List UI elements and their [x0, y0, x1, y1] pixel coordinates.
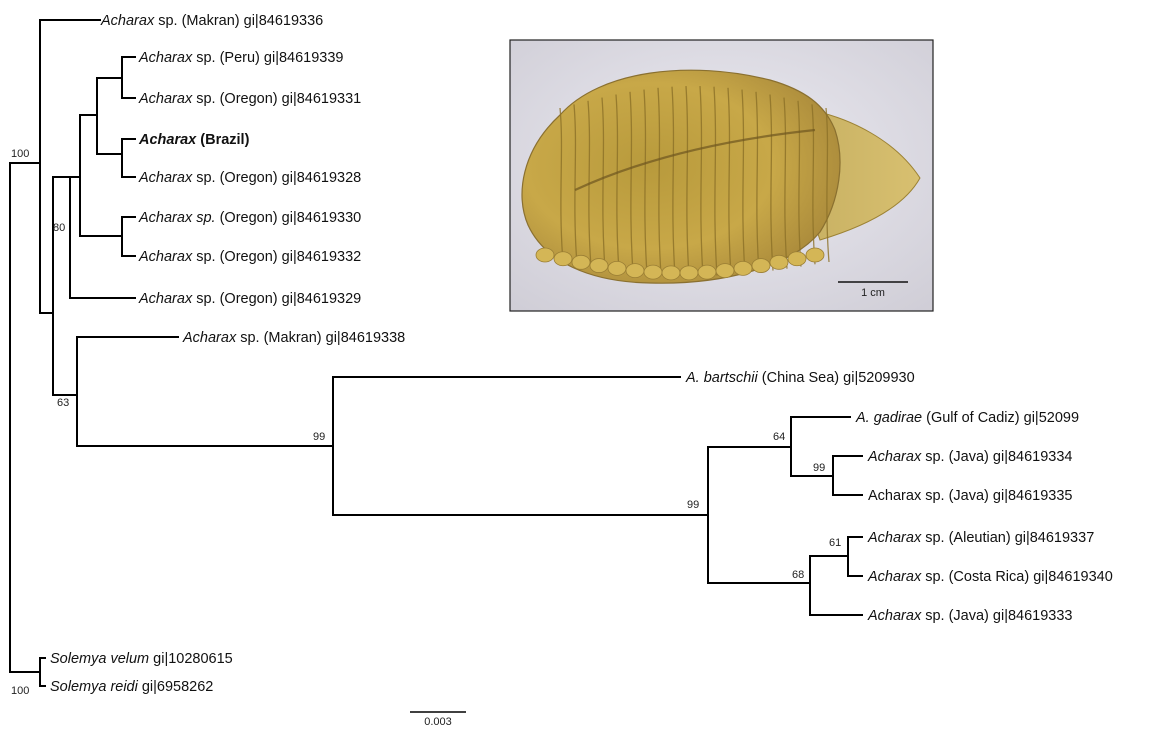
photo-scale-label: 1 cm — [861, 287, 885, 299]
tip-label: Acharax sp. (Java) gi|84619335 — [868, 488, 1072, 504]
tip-label: Acharax sp. (Makran) gi|84619338 — [182, 330, 405, 346]
tip-label: A. bartschii (China Sea) gi|5209930 — [685, 370, 915, 386]
tree-scale-label: 0.003 — [424, 716, 452, 728]
tip-label: Acharax (Brazil) — [138, 132, 250, 148]
tip-label: Acharax sp. (Costa Rica) gi|84619340 — [867, 569, 1113, 585]
bootstrap-value: 80 — [53, 222, 65, 234]
bootstrap-value: 61 — [829, 537, 841, 549]
tip-label: Solemya velum gi|10280615 — [50, 651, 233, 667]
tip-label: Acharax sp. (Oregon) gi|84619331 — [138, 91, 361, 107]
tip-label: Acharax sp. (Oregon) gi|84619329 — [138, 291, 361, 307]
bootstrap-value: 100 — [11, 148, 29, 160]
bootstrap-value: 64 — [773, 431, 785, 443]
tip-label: Acharax sp. (Aleutian) gi|84619337 — [867, 530, 1094, 546]
tip-label: Acharax sp. (Java) gi|84619333 — [867, 608, 1072, 624]
tip-label: Solemya reidi gi|6958262 — [50, 679, 213, 695]
bootstrap-value: 99 — [687, 499, 699, 511]
tip-label: Acharax sp. (Peru) gi|84619339 — [138, 50, 343, 66]
bootstrap-value: 100 — [11, 685, 29, 697]
tip-label: A. gadirae (Gulf of Cadiz) gi|52099 — [855, 410, 1079, 426]
tip-label: Acharax sp. (Oregon) gi|84619332 — [138, 249, 361, 265]
bootstrap-value: 99 — [813, 462, 825, 474]
bootstrap-value: 63 — [57, 397, 69, 409]
tree-scale-bar: 0.003 — [410, 712, 466, 728]
tip-label: Acharax sp. (Oregon) gi|84619328 — [138, 170, 361, 186]
specimen-photo-inset: 1 cm — [510, 40, 933, 311]
tip-label: Acharax sp. (Makran) gi|84619336 — [100, 13, 323, 29]
tip-label: Acharax sp. (Java) gi|84619334 — [867, 449, 1072, 465]
bootstrap-value: 68 — [792, 569, 804, 581]
bootstrap-value: 99 — [313, 431, 325, 443]
tip-label: Acharax sp. (Oregon) gi|84619330 — [138, 210, 361, 226]
